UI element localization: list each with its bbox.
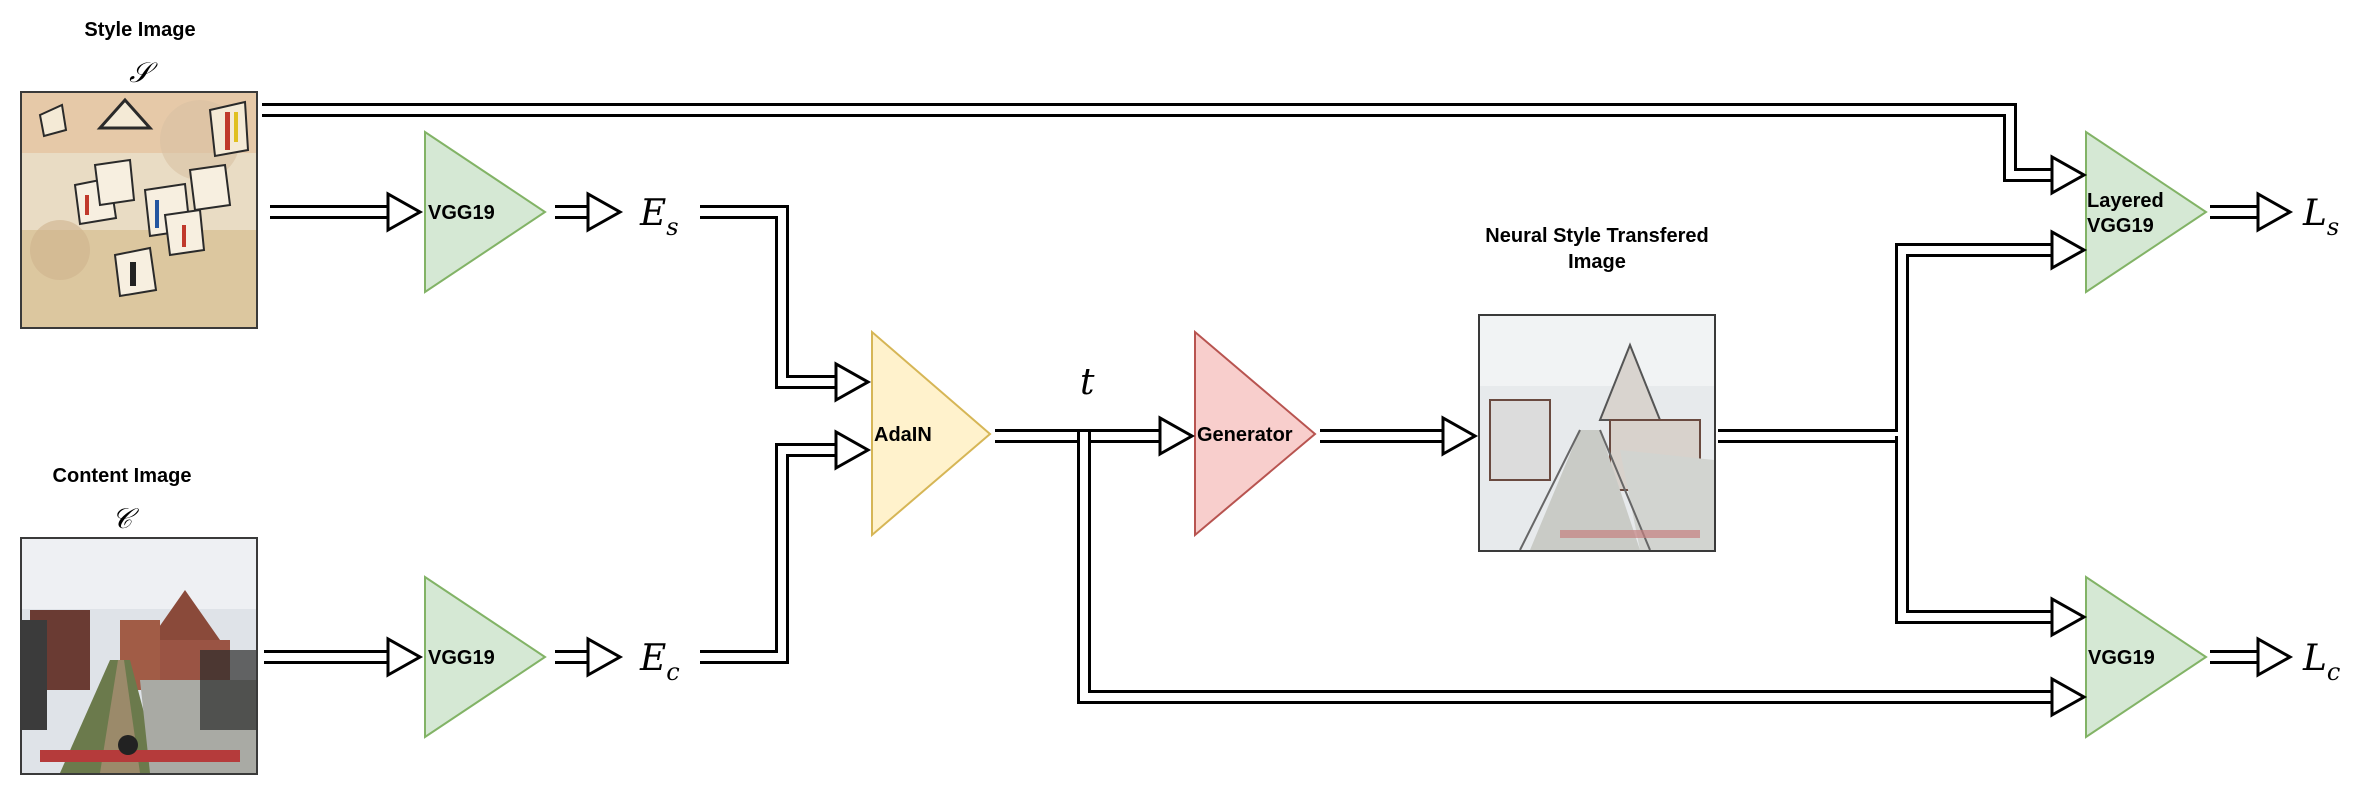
arrow-style-to-vgg19 — [270, 191, 424, 233]
arrow-output-to-layered-vgg19 — [1718, 229, 2088, 443]
content-embedding-symbol: Ec — [639, 638, 680, 686]
style-embedding-symbol: Es — [639, 193, 679, 241]
generator-label: Generator — [1197, 424, 1293, 446]
vgg19-style-label: VGG19 — [428, 202, 495, 224]
arrow-vgg19-to-es — [555, 191, 624, 233]
content-loss-symbol: Lc — [2302, 638, 2340, 686]
arrow-style-to-layered-vgg19 — [262, 103, 2088, 196]
adain-block: AdaIN — [871, 329, 992, 538]
layered-vgg19-block: Layered VGG19 — [2085, 130, 2208, 294]
transferred-image — [1478, 314, 1716, 552]
vgg19-loss-block: VGG19 — [2085, 575, 2208, 739]
t-symbol: t — [1080, 362, 1095, 403]
vgg19-content-label: VGG19 — [428, 647, 495, 669]
arrow-vgg19-to-ec — [555, 636, 624, 678]
generator-block: Generator — [1194, 329, 1317, 538]
vgg19-loss-label: VGG19 — [2088, 647, 2155, 669]
style-loss-symbol: Ls — [2302, 193, 2339, 241]
layered-vgg19-label-line1: Layered — [2087, 190, 2164, 212]
arrows-layer — [262, 103, 2294, 718]
arrow-generator-to-output — [1320, 415, 1479, 457]
arrow-output-to-vgg19-loss — [1895, 436, 2088, 638]
layered-vgg19-label-line2: VGG19 — [2087, 215, 2154, 237]
content-image-title: Content Image — [53, 465, 192, 487]
arrow-t-to-vgg19-loss — [1077, 432, 2088, 718]
style-image-symbol: 𝒮 — [129, 56, 158, 89]
arrow-content-to-vgg19 — [264, 636, 424, 678]
arrow-layered-vgg19-to-ls — [2210, 191, 2294, 233]
output-image-title-line2: Image — [1568, 251, 1626, 273]
vgg19-content-encoder: VGG19 — [424, 575, 547, 739]
output-image-title-line1: Neural Style Transfered — [1485, 225, 1708, 247]
adain-label: AdaIN — [874, 424, 932, 446]
arrow-ec-to-adain — [700, 429, 872, 664]
arrow-vgg19-to-lc — [2210, 636, 2294, 678]
vgg19-style-encoder: VGG19 — [424, 130, 547, 294]
style-image-title: Style Image — [84, 19, 195, 41]
content-image-symbol: 𝒞 — [112, 502, 140, 535]
style-image — [20, 91, 258, 329]
arrow-es-to-adain — [700, 205, 872, 403]
content-image — [20, 537, 258, 775]
arrow-adain-to-generator — [995, 415, 1196, 457]
